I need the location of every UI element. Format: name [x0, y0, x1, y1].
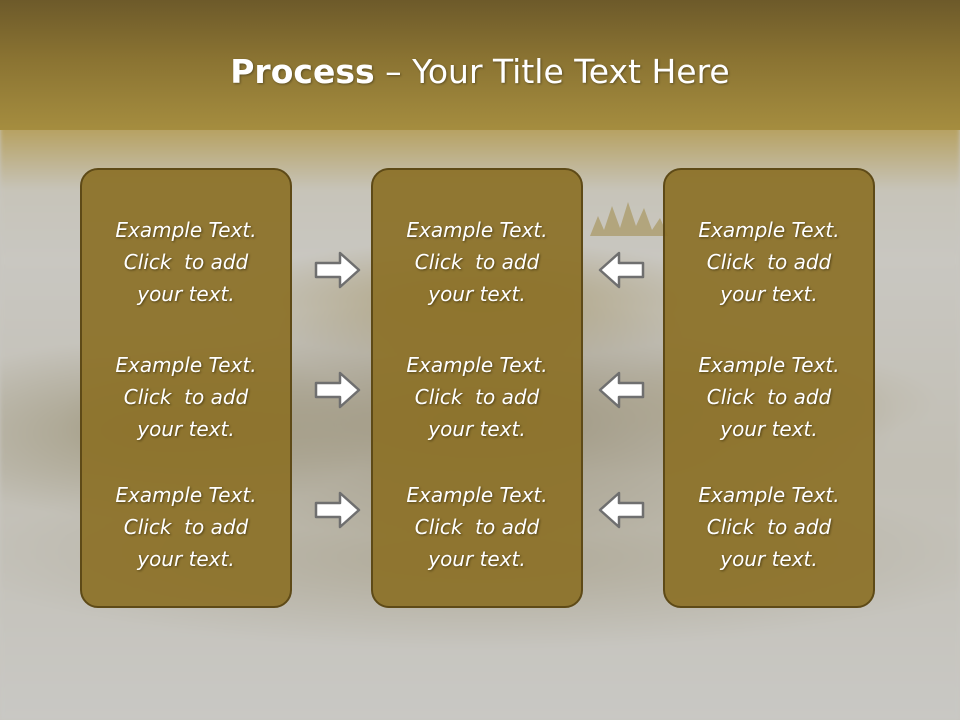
text-line: Example Text. [698, 218, 840, 242]
text-line: Example Text. [406, 483, 548, 507]
text-line: Click to add [123, 515, 249, 539]
text-line: your text. [428, 547, 526, 571]
panel-text[interactable]: Example Text. Click to add your text. [82, 479, 290, 575]
process-panel-middle[interactable]: Example Text. Click to add your text. Ex… [371, 168, 583, 608]
text-line: Click to add [123, 385, 249, 409]
text-line: Example Text. [115, 353, 257, 377]
text-line: Click to add [706, 385, 832, 409]
panel-text[interactable]: Example Text. Click to add your text. [373, 214, 581, 310]
panel-text[interactable]: Example Text. Click to add your text. [82, 214, 290, 310]
title-band [0, 0, 960, 130]
text-line: Click to add [706, 515, 832, 539]
text-line: your text. [720, 417, 818, 441]
text-line: Example Text. [115, 218, 257, 242]
text-line: Example Text. [406, 353, 548, 377]
text-line: Example Text. [698, 483, 840, 507]
text-line: your text. [720, 547, 818, 571]
text-line: your text. [137, 417, 235, 441]
text-line: Click to add [414, 250, 540, 274]
text-line: Click to add [706, 250, 832, 274]
slide-title[interactable]: Process – Your Title Text Here [0, 52, 960, 91]
panel-text[interactable]: Example Text. Click to add your text. [373, 479, 581, 575]
text-line: Click to add [414, 385, 540, 409]
process-panel-left[interactable]: Example Text. Click to add your text. Ex… [80, 168, 292, 608]
title-bold: Process [230, 52, 375, 91]
text-line: your text. [137, 547, 235, 571]
panel-text[interactable]: Example Text. Click to add your text. [665, 479, 873, 575]
panel-text[interactable]: Example Text. Click to add your text. [665, 214, 873, 310]
panel-text[interactable]: Example Text. Click to add your text. [373, 349, 581, 445]
text-line: Example Text. [406, 218, 548, 242]
arrow-right-icon [314, 371, 361, 409]
arrow-right-icon [314, 491, 361, 529]
text-line: Click to add [414, 515, 540, 539]
text-line: Example Text. [115, 483, 257, 507]
process-panel-right[interactable]: Example Text. Click to add your text. Ex… [663, 168, 875, 608]
text-line: Example Text. [698, 353, 840, 377]
text-line: your text. [428, 282, 526, 306]
arrow-left-icon [598, 251, 645, 289]
text-line: Click to add [123, 250, 249, 274]
text-line: your text. [137, 282, 235, 306]
arrow-right-icon [314, 251, 361, 289]
title-rest: – Your Title Text Here [374, 52, 730, 91]
background-lizard-crest [590, 202, 668, 236]
text-line: your text. [720, 282, 818, 306]
panel-text[interactable]: Example Text. Click to add your text. [665, 349, 873, 445]
panel-text[interactable]: Example Text. Click to add your text. [82, 349, 290, 445]
arrow-left-icon [598, 491, 645, 529]
arrow-left-icon [598, 371, 645, 409]
text-line: your text. [428, 417, 526, 441]
